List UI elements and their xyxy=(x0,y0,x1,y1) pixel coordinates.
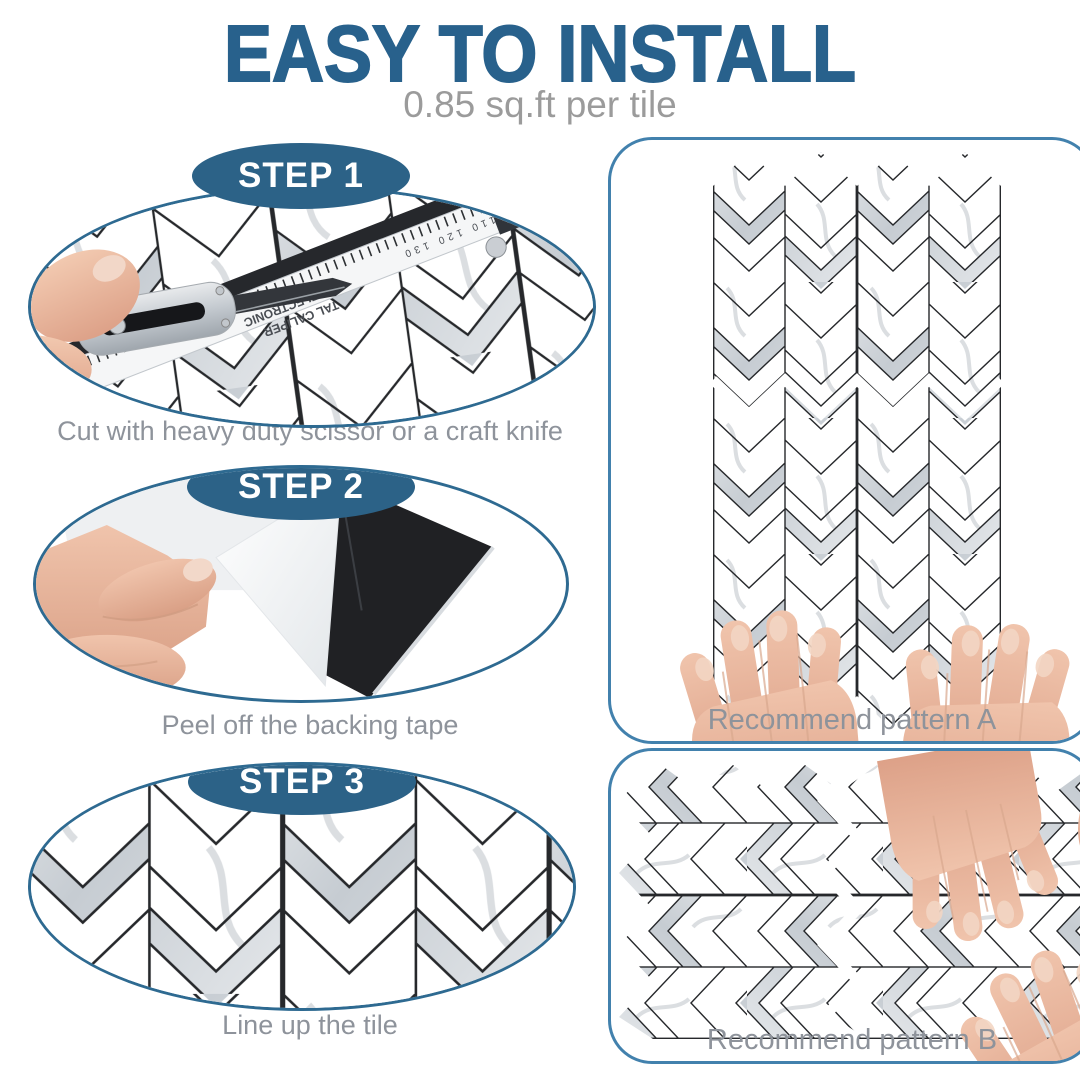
step-3-caption: Line up the tile xyxy=(222,1010,398,1040)
black-tile-back xyxy=(311,480,495,698)
step-1-graphic: 90 100 110 120 130 ELECTRONIC TAL CALIPE… xyxy=(31,189,593,425)
step-2-graphic xyxy=(36,474,495,700)
step-1-badge: STEP 1 xyxy=(192,143,410,209)
step-2-caption: Peel off the backing tape xyxy=(161,710,459,740)
pattern-b-panel: Recommend pattern B xyxy=(608,748,1080,1064)
step-2-badge: STEP 2 xyxy=(187,468,415,520)
tile-seam xyxy=(709,373,1005,421)
pattern-a-panel: Recommend pattern A xyxy=(608,137,1080,744)
thumb-graphic xyxy=(31,249,140,405)
page-title: EASY TO INSTALL xyxy=(223,8,857,99)
step-1-photo: 90 100 110 120 130 ELECTRONIC TAL CALIPE… xyxy=(28,186,596,428)
pattern-b-label: Recommend pattern B xyxy=(706,1024,998,1056)
page-subtitle: 0.85 sq.ft per tile xyxy=(403,84,677,125)
hand-graphic xyxy=(36,524,217,700)
tile-mosaic-vertical xyxy=(713,152,1001,730)
step-3-photo: STEP 3 xyxy=(28,762,576,1011)
pattern-a-label: Recommend pattern A xyxy=(707,704,997,736)
pattern-a-graphic xyxy=(671,152,1080,741)
tile-seam xyxy=(816,761,865,1044)
pattern-b-graphic xyxy=(619,751,1080,1061)
step-2-photo: STEP 2 xyxy=(33,465,569,703)
